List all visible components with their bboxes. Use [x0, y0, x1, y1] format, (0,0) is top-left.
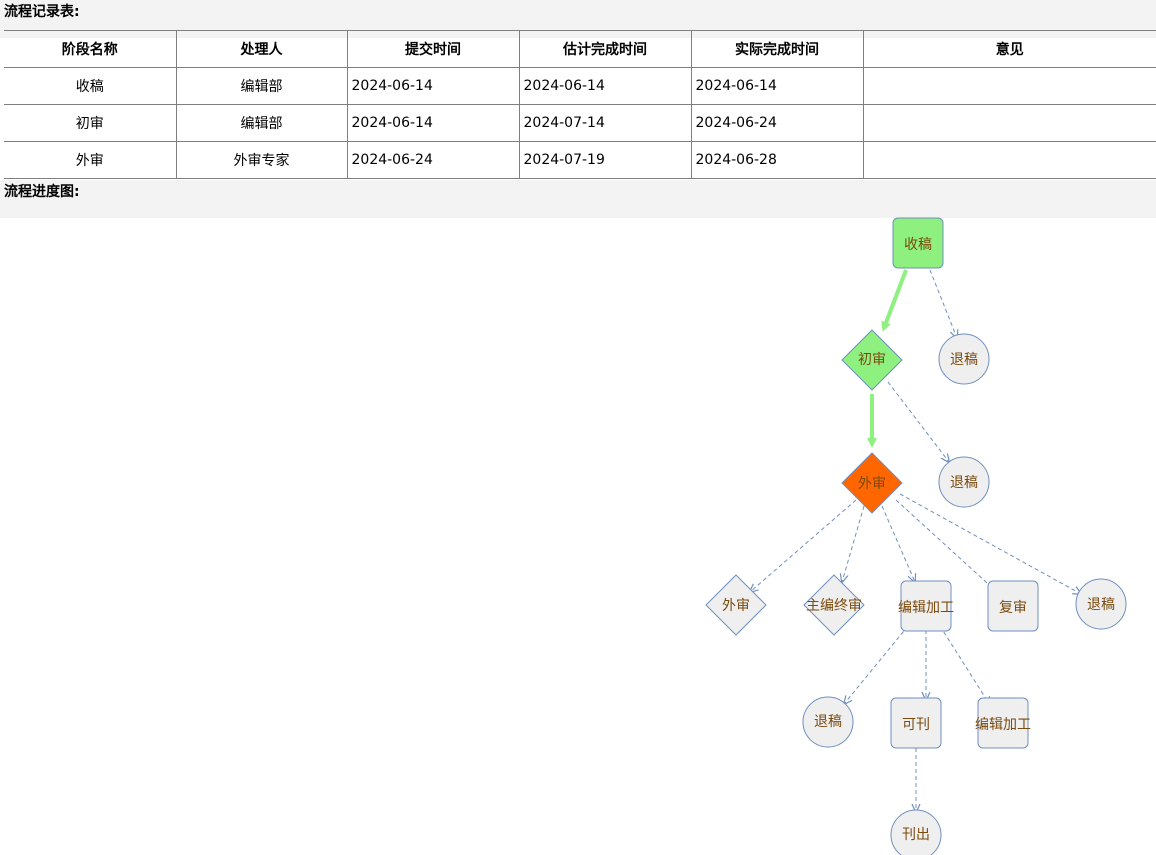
node-tuigao-1: 退稿	[938, 333, 990, 385]
edge-shougao-chushen	[881, 269, 908, 332]
edge-shougao-tuigao	[929, 269, 957, 338]
node-tuigao-4: 退稿	[802, 696, 854, 748]
node-label: 收稿	[904, 237, 932, 253]
node-chushen: 初审	[841, 329, 903, 391]
node-fushen: 复审	[987, 580, 1039, 632]
node-label: 可刊	[902, 717, 930, 733]
edge-waishen-tuigao	[899, 493, 1081, 594]
cell-handler: 外审专家	[175, 141, 347, 179]
cell-handler: 编辑部	[175, 67, 347, 105]
node-label: 退稿	[950, 475, 978, 491]
cell-submit: 2024-06-14	[346, 67, 519, 105]
col-actual-time: 实际完成时间	[690, 30, 863, 68]
progress-section-title: 流程进度图:	[0, 180, 1156, 218]
node-bianji-2: 编辑加工	[975, 697, 1031, 749]
edge-waishen-waishen	[750, 499, 857, 592]
cell-submit: 2024-06-14	[346, 104, 519, 142]
node-bianji-1: 编辑加工	[898, 580, 954, 632]
cell-stage: 外审	[4, 141, 176, 179]
edge-waishen-fushen	[895, 499, 997, 592]
table-row: 初审 编辑部 2024-06-14 2024-07-14 2024-06-24	[4, 104, 1156, 142]
cell-actual: 2024-06-28	[690, 141, 863, 179]
edge-chushen-tuigao	[887, 381, 949, 462]
cell-estimated: 2024-07-19	[518, 141, 691, 179]
cell-opinion	[862, 141, 1156, 179]
cell-estimated: 2024-06-14	[518, 67, 691, 105]
node-label: 退稿	[950, 352, 978, 368]
col-handler: 处理人	[175, 30, 347, 68]
cell-opinion	[862, 104, 1156, 142]
process-record-table: 阶段名称 处理人 提交时间 估计完成时间 实际完成时间 意见 收稿 编辑部 20…	[4, 30, 1156, 179]
node-label: 外审	[722, 598, 750, 614]
node-label: 复审	[999, 599, 1027, 616]
node-label: 编辑加工	[975, 717, 1031, 733]
node-label: 初审	[858, 351, 886, 368]
col-opinion: 意见	[862, 30, 1156, 68]
edge-waishen-zhubian	[842, 505, 865, 582]
node-label: 外审	[858, 476, 886, 492]
edge-waishen-bianji	[881, 505, 915, 582]
table-row: 外审 外审专家 2024-06-24 2024-07-19 2024-06-28	[4, 141, 1156, 179]
node-tuigao-2: 退稿	[938, 456, 990, 508]
node-shougao: 收稿	[892, 217, 944, 269]
edge-bianji-tuigao	[844, 625, 909, 704]
table-header-row: 阶段名称 处理人 提交时间 估计完成时间 实际完成时间 意见	[4, 30, 1156, 68]
flow-edges	[750, 269, 1081, 812]
node-label: 编辑加工	[898, 600, 954, 616]
cell-actual: 2024-06-24	[690, 104, 863, 142]
node-kekan: 可刊	[890, 697, 942, 749]
cell-stage: 初审	[4, 104, 176, 142]
node-kanchu: 刊出	[890, 809, 942, 855]
node-tuigao-3: 退稿	[1075, 578, 1127, 630]
node-label: 刊出	[902, 827, 930, 843]
node-label: 退稿	[814, 714, 842, 730]
cell-handler: 编辑部	[175, 104, 347, 142]
cell-submit: 2024-06-24	[346, 141, 519, 179]
node-label: 退稿	[1087, 597, 1115, 613]
node-waishen-current: 外审	[841, 452, 903, 514]
node-label: 主编终审	[806, 598, 862, 614]
node-waishen-next: 外审	[705, 574, 767, 636]
flow-nodes: 收稿 退稿 初审 退稿 外审 外审 主编终审 编辑加工	[705, 217, 1127, 855]
node-zhubian: 主编终审	[803, 574, 865, 636]
edge-bianji-bianji	[939, 625, 990, 705]
